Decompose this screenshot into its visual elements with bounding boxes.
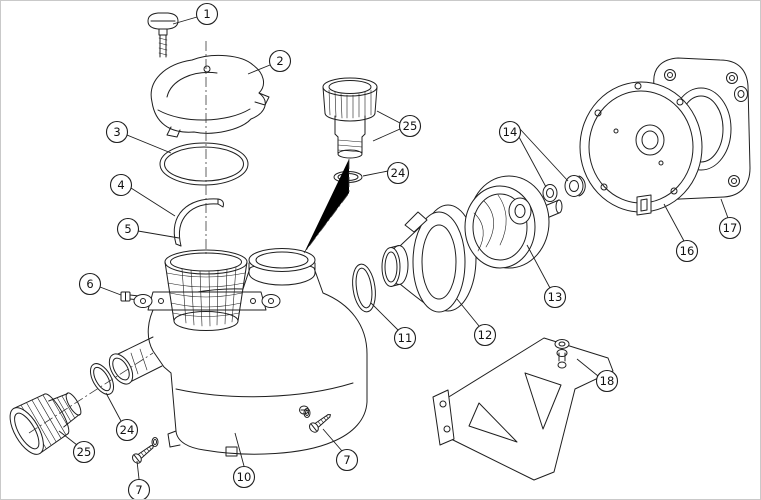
callout-11: 11 <box>393 326 417 350</box>
callout-25-top: 25 <box>398 114 422 138</box>
union-o-ring-bottom <box>89 363 115 395</box>
callout-2: 2 <box>268 49 292 73</box>
callout-number: 18 <box>600 374 615 388</box>
callout-13: 13 <box>543 285 567 309</box>
callout-circle <box>335 448 359 472</box>
callout-number: 2 <box>276 54 283 68</box>
callout-5: 5 <box>116 217 140 241</box>
pump-lid <box>150 55 270 138</box>
callout-number: 16 <box>680 244 695 258</box>
diffuser-o-ring <box>352 263 376 313</box>
callout-number: 3 <box>113 125 120 139</box>
callout-24-top: 24 <box>386 161 410 185</box>
callout-number: 24 <box>391 166 406 180</box>
callout-circle <box>718 216 742 240</box>
callout-4: 4 <box>109 173 133 197</box>
screw-right <box>303 408 331 433</box>
strainer-basket <box>164 249 248 331</box>
callout-circle <box>473 323 497 347</box>
leader-lines <box>58 16 729 480</box>
callout-circle <box>116 217 140 241</box>
tank-neck <box>248 248 316 286</box>
callout-circle <box>595 369 619 393</box>
callout-number: 17 <box>723 221 738 235</box>
callout-number: 25 <box>403 119 418 133</box>
screw-left <box>132 437 159 464</box>
callout-number: 14 <box>503 125 518 139</box>
callout-circle <box>393 326 417 350</box>
callout-circle <box>268 49 292 73</box>
motor-bracket <box>432 337 614 481</box>
callout-10: 10 <box>232 465 256 489</box>
callout-6: 6 <box>78 272 102 296</box>
callout-number: 6 <box>86 277 93 291</box>
callout-25-bottom: 25 <box>72 440 96 464</box>
callout-circle <box>72 440 96 464</box>
callout-circle <box>498 120 522 144</box>
callout-circle <box>127 478 151 499</box>
diffuser <box>381 204 477 313</box>
callout-1: 1 <box>195 2 219 26</box>
callout-number: 12 <box>478 328 493 342</box>
callout-number: 5 <box>124 222 131 236</box>
callout-circle <box>543 285 567 309</box>
union-fitting-top <box>322 77 378 159</box>
callout-number: 11 <box>398 331 413 345</box>
shaft-seal <box>542 175 586 202</box>
callout-16: 16 <box>675 239 699 263</box>
callout-24-bottom: 24 <box>115 418 139 442</box>
callout-number: 24 <box>120 423 135 437</box>
callout-18: 18 <box>595 369 619 393</box>
callout-number: 13 <box>548 290 563 304</box>
impeller <box>464 175 563 269</box>
callout-number: 7 <box>343 453 350 467</box>
callout-circle <box>105 120 129 144</box>
callout-number: 10 <box>237 470 252 484</box>
callout-number: 4 <box>117 178 124 192</box>
tank-flange <box>133 291 281 311</box>
callout-circle <box>398 114 422 138</box>
callout-14: 14 <box>498 120 522 144</box>
callout-7-right: 7 <box>335 448 359 472</box>
callout-12: 12 <box>473 323 497 347</box>
seal-plate <box>579 81 703 216</box>
callout-circle <box>386 161 410 185</box>
callout-circle <box>109 173 133 197</box>
callout-circle <box>115 418 139 442</box>
center-lines <box>28 41 350 434</box>
callout-circle <box>78 272 102 296</box>
callout-7-left: 7 <box>127 478 151 499</box>
callout-number: 25 <box>77 445 92 459</box>
callout-circle <box>675 239 699 263</box>
lid-o-ring <box>159 142 249 186</box>
callout-number: 1 <box>203 7 210 21</box>
callout-17: 17 <box>718 216 742 240</box>
callout-circle <box>195 2 219 26</box>
washer <box>734 86 748 102</box>
basket-handle <box>173 198 224 247</box>
union-fitting-bottom <box>9 392 82 455</box>
callout-3: 3 <box>105 120 129 144</box>
lid-knob-bolt <box>147 12 179 58</box>
callout-circle <box>232 465 256 489</box>
callout-number: 7 <box>135 483 142 497</box>
